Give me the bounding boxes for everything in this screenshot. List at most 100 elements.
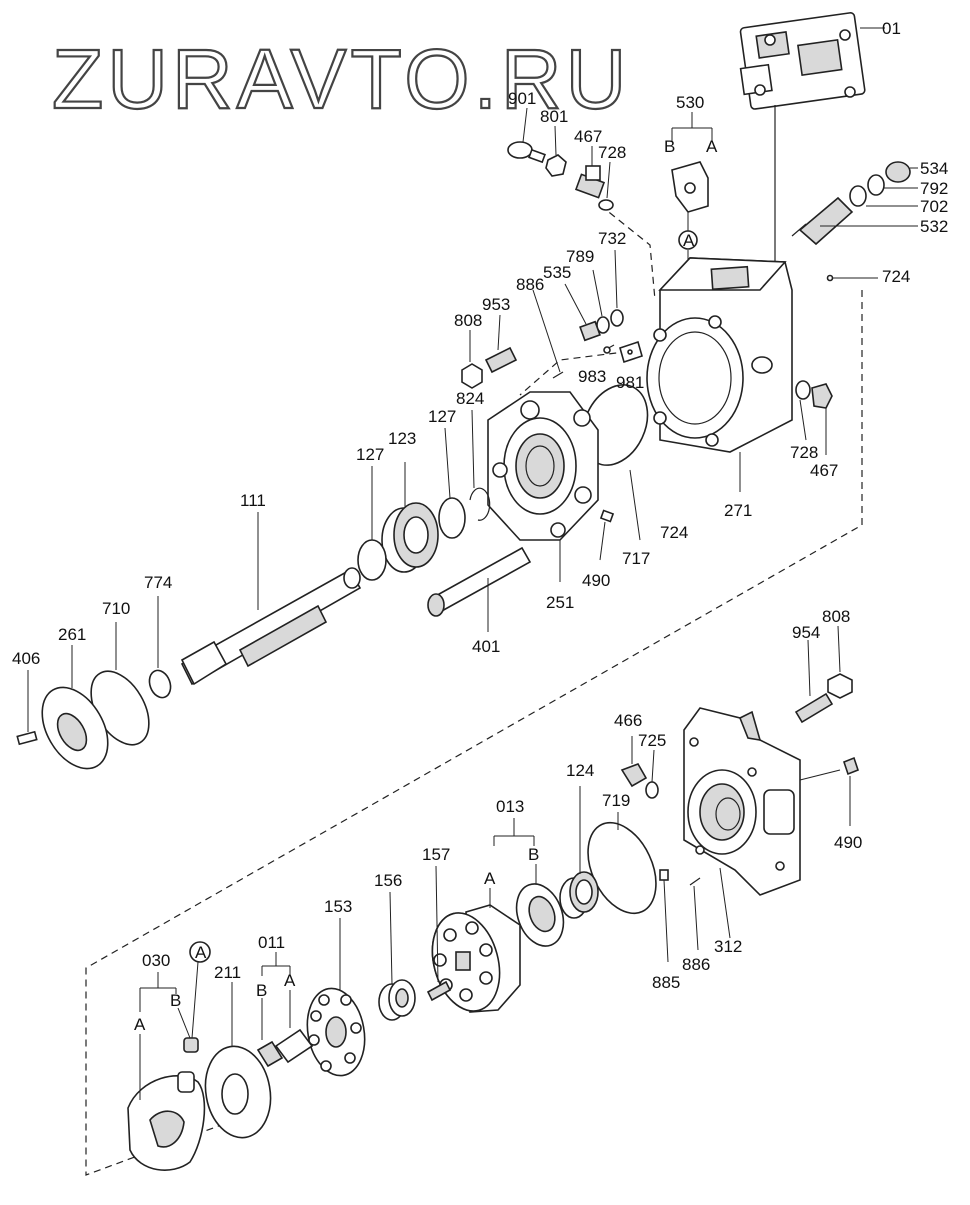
pin-886-bottom: [689, 877, 701, 951]
label-732: 732: [598, 229, 626, 248]
o-ring-728-side: [795, 380, 811, 400]
stem-532: [791, 196, 918, 246]
label-011-b: B: [256, 981, 267, 1000]
label-901: 901: [508, 89, 536, 108]
label-467-top: 467: [574, 127, 602, 146]
label-717: 717: [622, 549, 650, 568]
label-728-top: 728: [598, 143, 626, 162]
label-ref-a-top: A: [683, 231, 695, 250]
label-530-a: A: [706, 137, 718, 156]
label-030: 030: [142, 951, 170, 970]
label-013-b: B: [528, 845, 539, 864]
pin-885: [659, 869, 669, 963]
plate-981: [619, 340, 643, 364]
pin-886-top: [552, 371, 564, 379]
label-885: 885: [652, 973, 680, 992]
stud-954: [794, 639, 834, 724]
label-953: 953: [482, 295, 510, 314]
label-466: 466: [614, 711, 642, 730]
flange-251: [487, 391, 599, 582]
label-01: 01: [882, 19, 901, 38]
label-710: 710: [102, 599, 130, 618]
label-156: 156: [374, 871, 402, 890]
label-157: 157: [422, 845, 450, 864]
label-728-side: 728: [790, 443, 818, 462]
label-824: 824: [456, 389, 484, 408]
snap-ring-824: [469, 487, 491, 521]
label-011: 011: [258, 933, 285, 952]
ref-circle-a-bottom: [189, 941, 211, 963]
label-401: 401: [472, 637, 500, 656]
o-ring-728-top: [598, 161, 614, 211]
screw-406: [16, 670, 38, 746]
label-123: 123: [388, 429, 416, 448]
needle-bearing-124: [559, 786, 599, 919]
regulator-01: [739, 12, 885, 110]
swash-plate-211: [204, 982, 272, 1139]
nut-808-top: [461, 330, 483, 389]
ref-circle-a-top: [678, 230, 698, 250]
cylinder-block-013A: [431, 904, 521, 1013]
label-530-b: B: [664, 137, 675, 156]
label-011-a: A: [284, 971, 296, 990]
label-792: 792: [920, 179, 948, 198]
nut-808-mid: [827, 625, 853, 699]
plug-535: [579, 320, 601, 342]
label-774: 774: [144, 573, 172, 592]
support-030A: [127, 1071, 206, 1171]
label-719: 719: [602, 791, 630, 810]
plug-490-bottom: [843, 756, 859, 776]
label-801: 801: [540, 107, 568, 126]
label-ref-a-bottom: A: [195, 943, 207, 962]
ring-774: [148, 669, 172, 699]
eye-bolt-901: [507, 107, 546, 164]
label-724-top: 724: [882, 267, 910, 286]
ring-127-inner: [438, 497, 466, 539]
label-211: 211: [214, 963, 241, 982]
ring-127-outer: [357, 539, 387, 581]
o-ring-725: [645, 749, 659, 799]
bearing-123: [381, 462, 439, 573]
label-954: 954: [792, 623, 820, 642]
label-013-a: A: [484, 869, 496, 888]
label-127-outer: 127: [356, 445, 384, 464]
dashed-link-1: [519, 349, 641, 396]
cover-261: [41, 645, 109, 770]
pin-983: [603, 344, 615, 354]
ring-792: [867, 174, 918, 196]
label-013: 013: [496, 797, 524, 816]
bolt-401: [427, 546, 532, 632]
label-886-top: 886: [516, 275, 544, 294]
label-111: 111: [240, 491, 266, 510]
piston-011A: [274, 1028, 314, 1064]
plug-724-top: [826, 274, 834, 282]
label-789: 789: [566, 247, 594, 266]
label-983: 983: [578, 367, 606, 386]
label-981: 981: [616, 373, 644, 392]
spring-157: [426, 980, 452, 1002]
dashed-link-2: [599, 204, 656, 301]
label-153: 153: [324, 897, 352, 916]
label-886-bottom: 886: [682, 955, 710, 974]
label-725: 725: [638, 731, 666, 750]
label-535: 535: [543, 263, 571, 282]
block-530: [671, 112, 713, 213]
casing-271: [646, 257, 793, 492]
label-030-b: B: [170, 991, 181, 1010]
pin-030B: [183, 1037, 199, 1053]
cap-534: [885, 161, 918, 183]
label-271: 271: [724, 501, 752, 520]
label-702: 702: [920, 197, 948, 216]
valve-block-312: [683, 707, 801, 939]
valve-plate-013B: [515, 883, 565, 947]
label-030-a: A: [134, 1015, 146, 1034]
label-467-side: 467: [810, 461, 838, 480]
o-ring-732: [610, 309, 624, 327]
plug-466: [620, 736, 648, 788]
shaft-111: [180, 512, 362, 686]
label-251: 251: [546, 593, 574, 612]
ring-702: [849, 185, 918, 207]
plug-490-top: [599, 509, 615, 561]
